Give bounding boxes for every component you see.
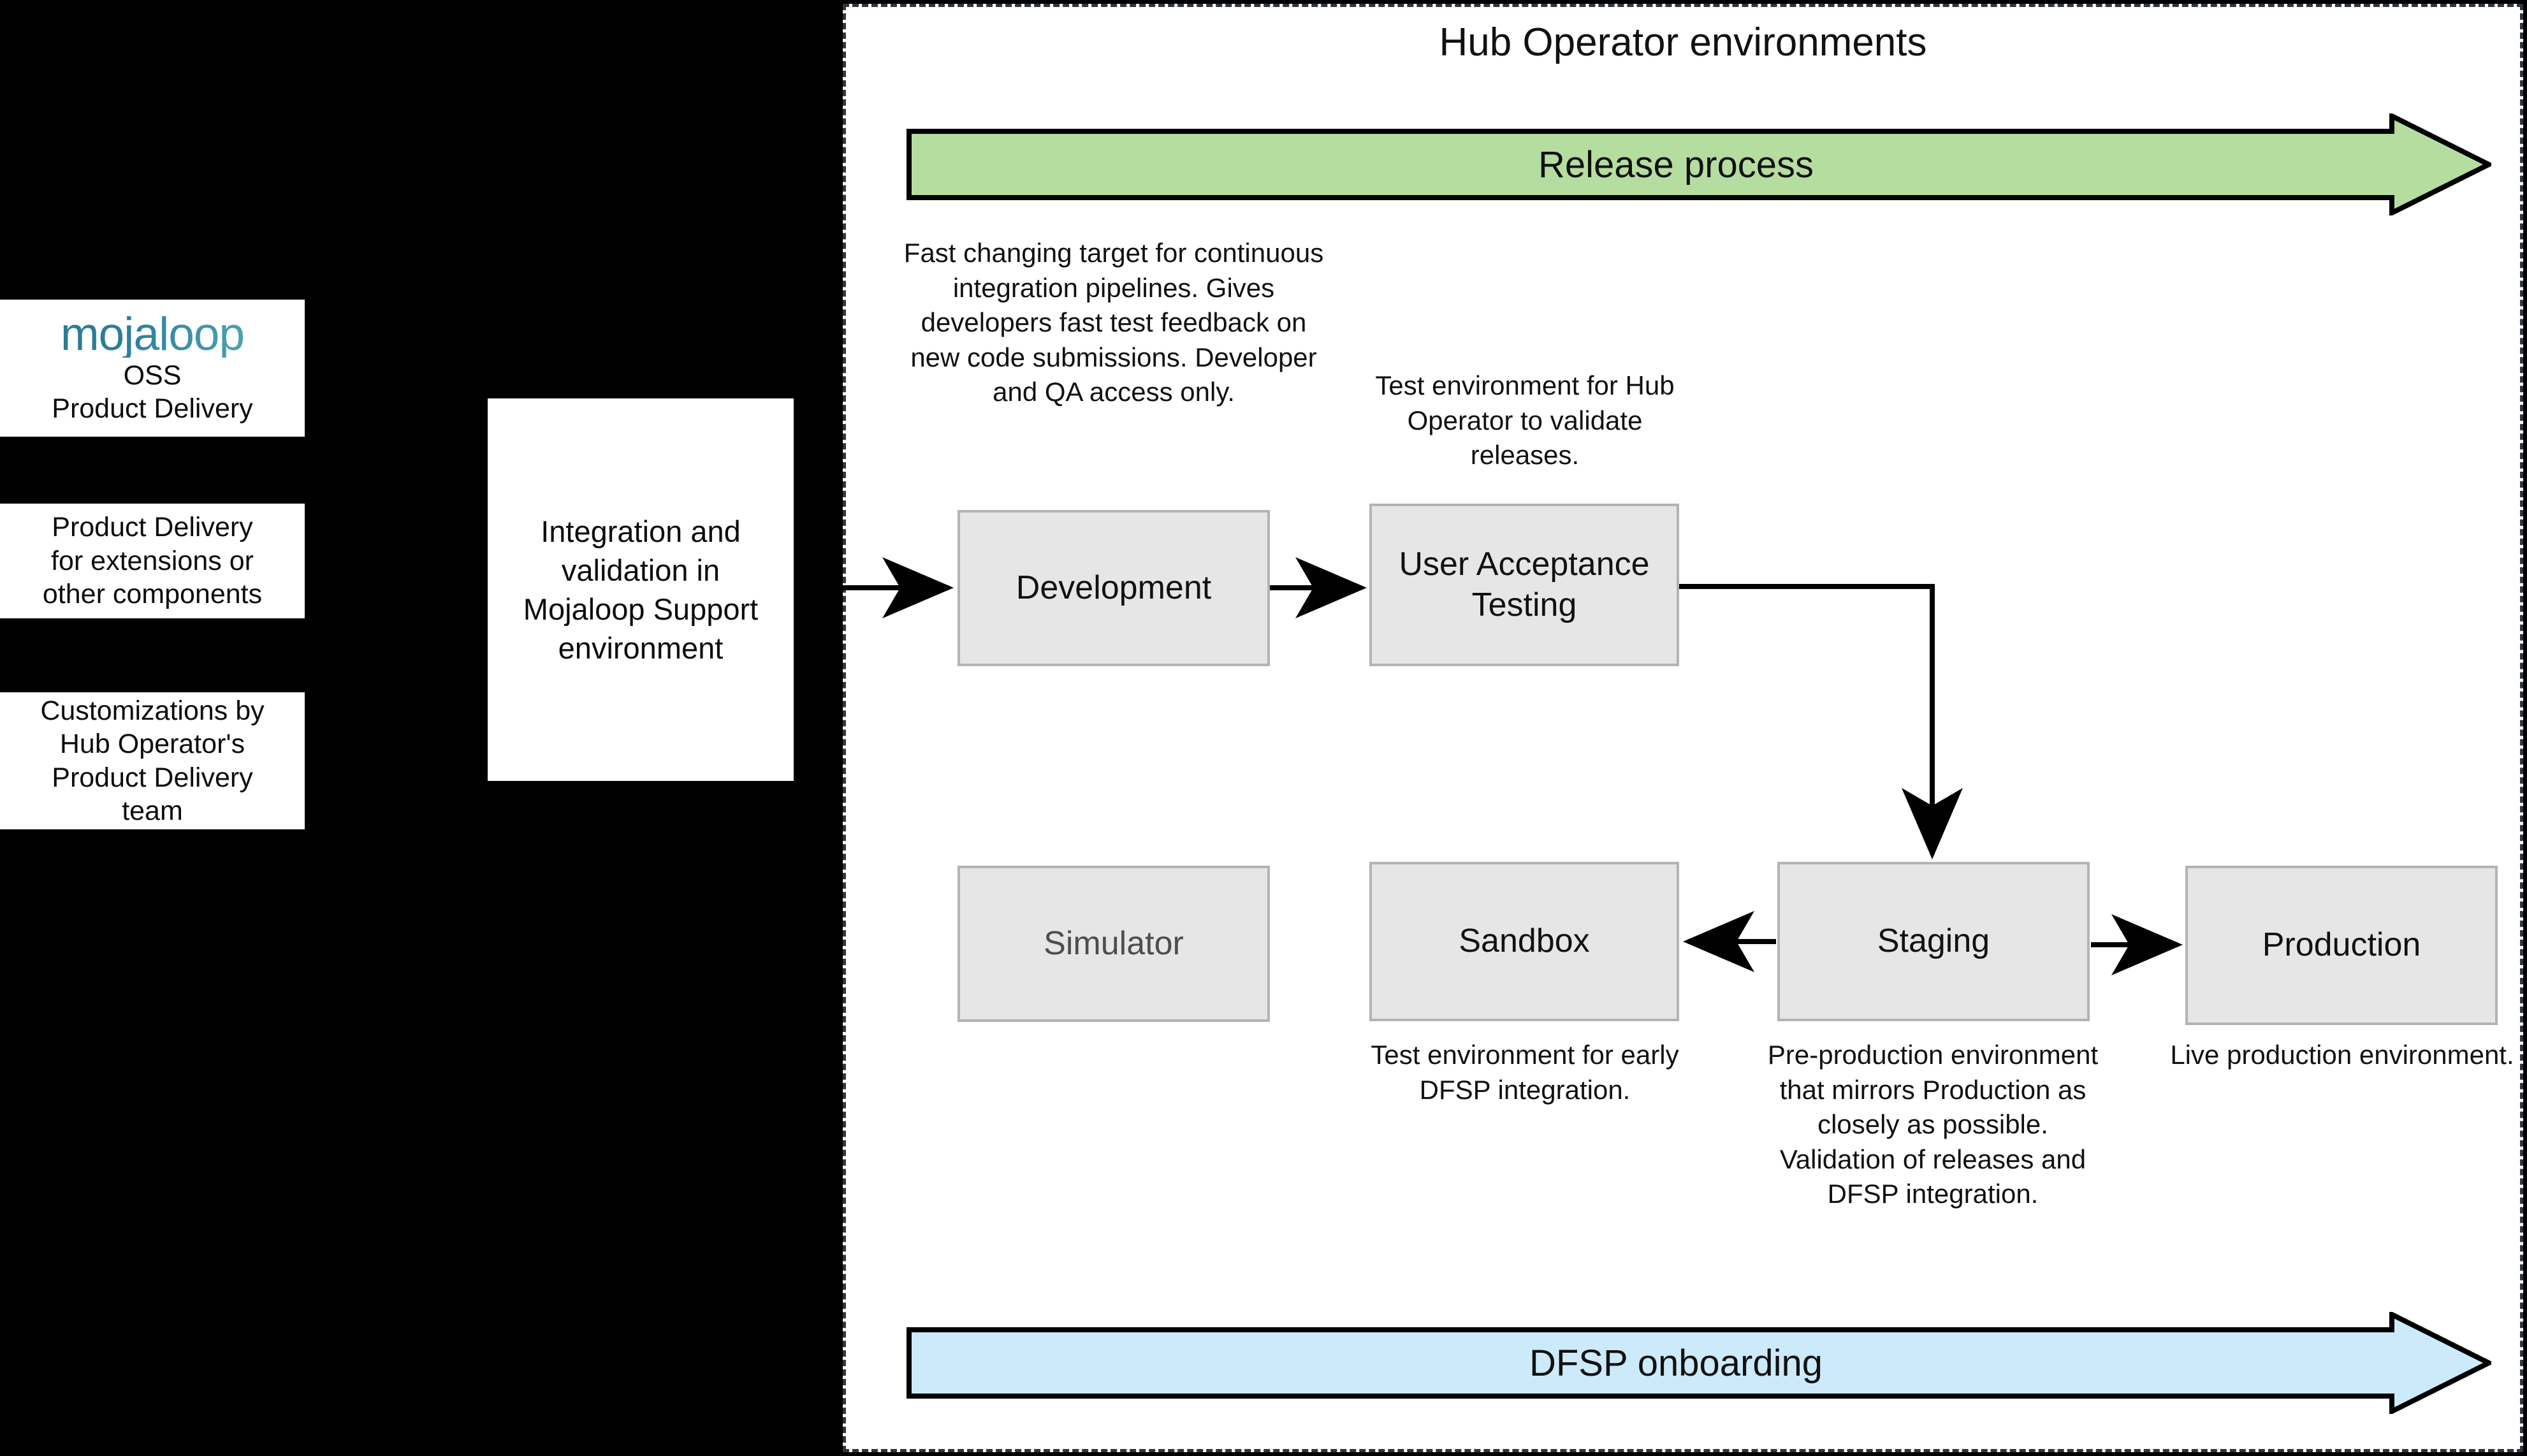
env-node-simulator[interactable]: Simulator — [958, 866, 1270, 1022]
legend-line: other components — [42, 579, 263, 610]
legend-item-mojaloop-oss: mojaloop OSS Product Delivery — [0, 300, 305, 437]
support-line: environment — [558, 631, 724, 666]
support-line: Mojaloop Support — [523, 592, 759, 626]
env-node-staging[interactable]: Staging — [1777, 862, 2090, 1021]
hub-operator-environments-panel — [843, 4, 2523, 1452]
mojaloop-support-box: Integration and validation in Mojaloop S… — [488, 398, 794, 781]
support-line: Integration and — [541, 514, 741, 548]
legend-line: Product Delivery — [52, 762, 253, 793]
legend-line: Hub Operator's — [59, 729, 245, 760]
mojaloop-logo: mojaloop — [60, 308, 245, 360]
right-arrow-shape — [907, 1312, 2491, 1414]
support-line: validation in — [561, 553, 720, 587]
legend-item-customizations: Customizations by Hub Operator's Product… — [0, 692, 305, 829]
env-node-development[interactable]: Development — [958, 510, 1270, 666]
page-title: Hub Operator environments — [1439, 20, 1927, 64]
env-node-production[interactable]: Production — [2185, 866, 2498, 1025]
caption-staging: Pre-production environment that mirrors … — [1767, 1040, 2099, 1209]
caption-production: Live production environment. — [2170, 1040, 2514, 1070]
legend-line: Product Delivery — [52, 393, 253, 424]
dfsp-onboarding-label: DFSP onboarding — [1529, 1342, 1823, 1384]
caption-user-acceptance-testing: Test environment for Hub Operator to val… — [1375, 370, 1675, 470]
dfsp-onboarding-banner: DFSP onboarding — [907, 1312, 2491, 1414]
legend-item-extensions: Product Delivery for extensions or other… — [0, 504, 305, 618]
right-arrow-shape — [907, 113, 2491, 215]
env-node-user-acceptance-testing[interactable]: User Acceptance Testing — [1369, 504, 1679, 666]
env-node-sandbox[interactable]: Sandbox — [1369, 862, 1679, 1021]
legend-line: team — [122, 795, 183, 826]
caption-sandbox: Test environment for early DFSP integrat… — [1371, 1040, 1679, 1105]
caption-development: Fast changing target for continuous inte… — [903, 238, 1324, 407]
legend-line: OSS — [123, 360, 182, 391]
release-process-banner: Release process — [907, 113, 2491, 215]
legend-line: Product Delivery — [52, 512, 253, 543]
legend-line: for extensions or — [51, 545, 254, 576]
release-process-label: Release process — [1538, 143, 1814, 186]
legend-line: Customizations by — [40, 695, 265, 726]
